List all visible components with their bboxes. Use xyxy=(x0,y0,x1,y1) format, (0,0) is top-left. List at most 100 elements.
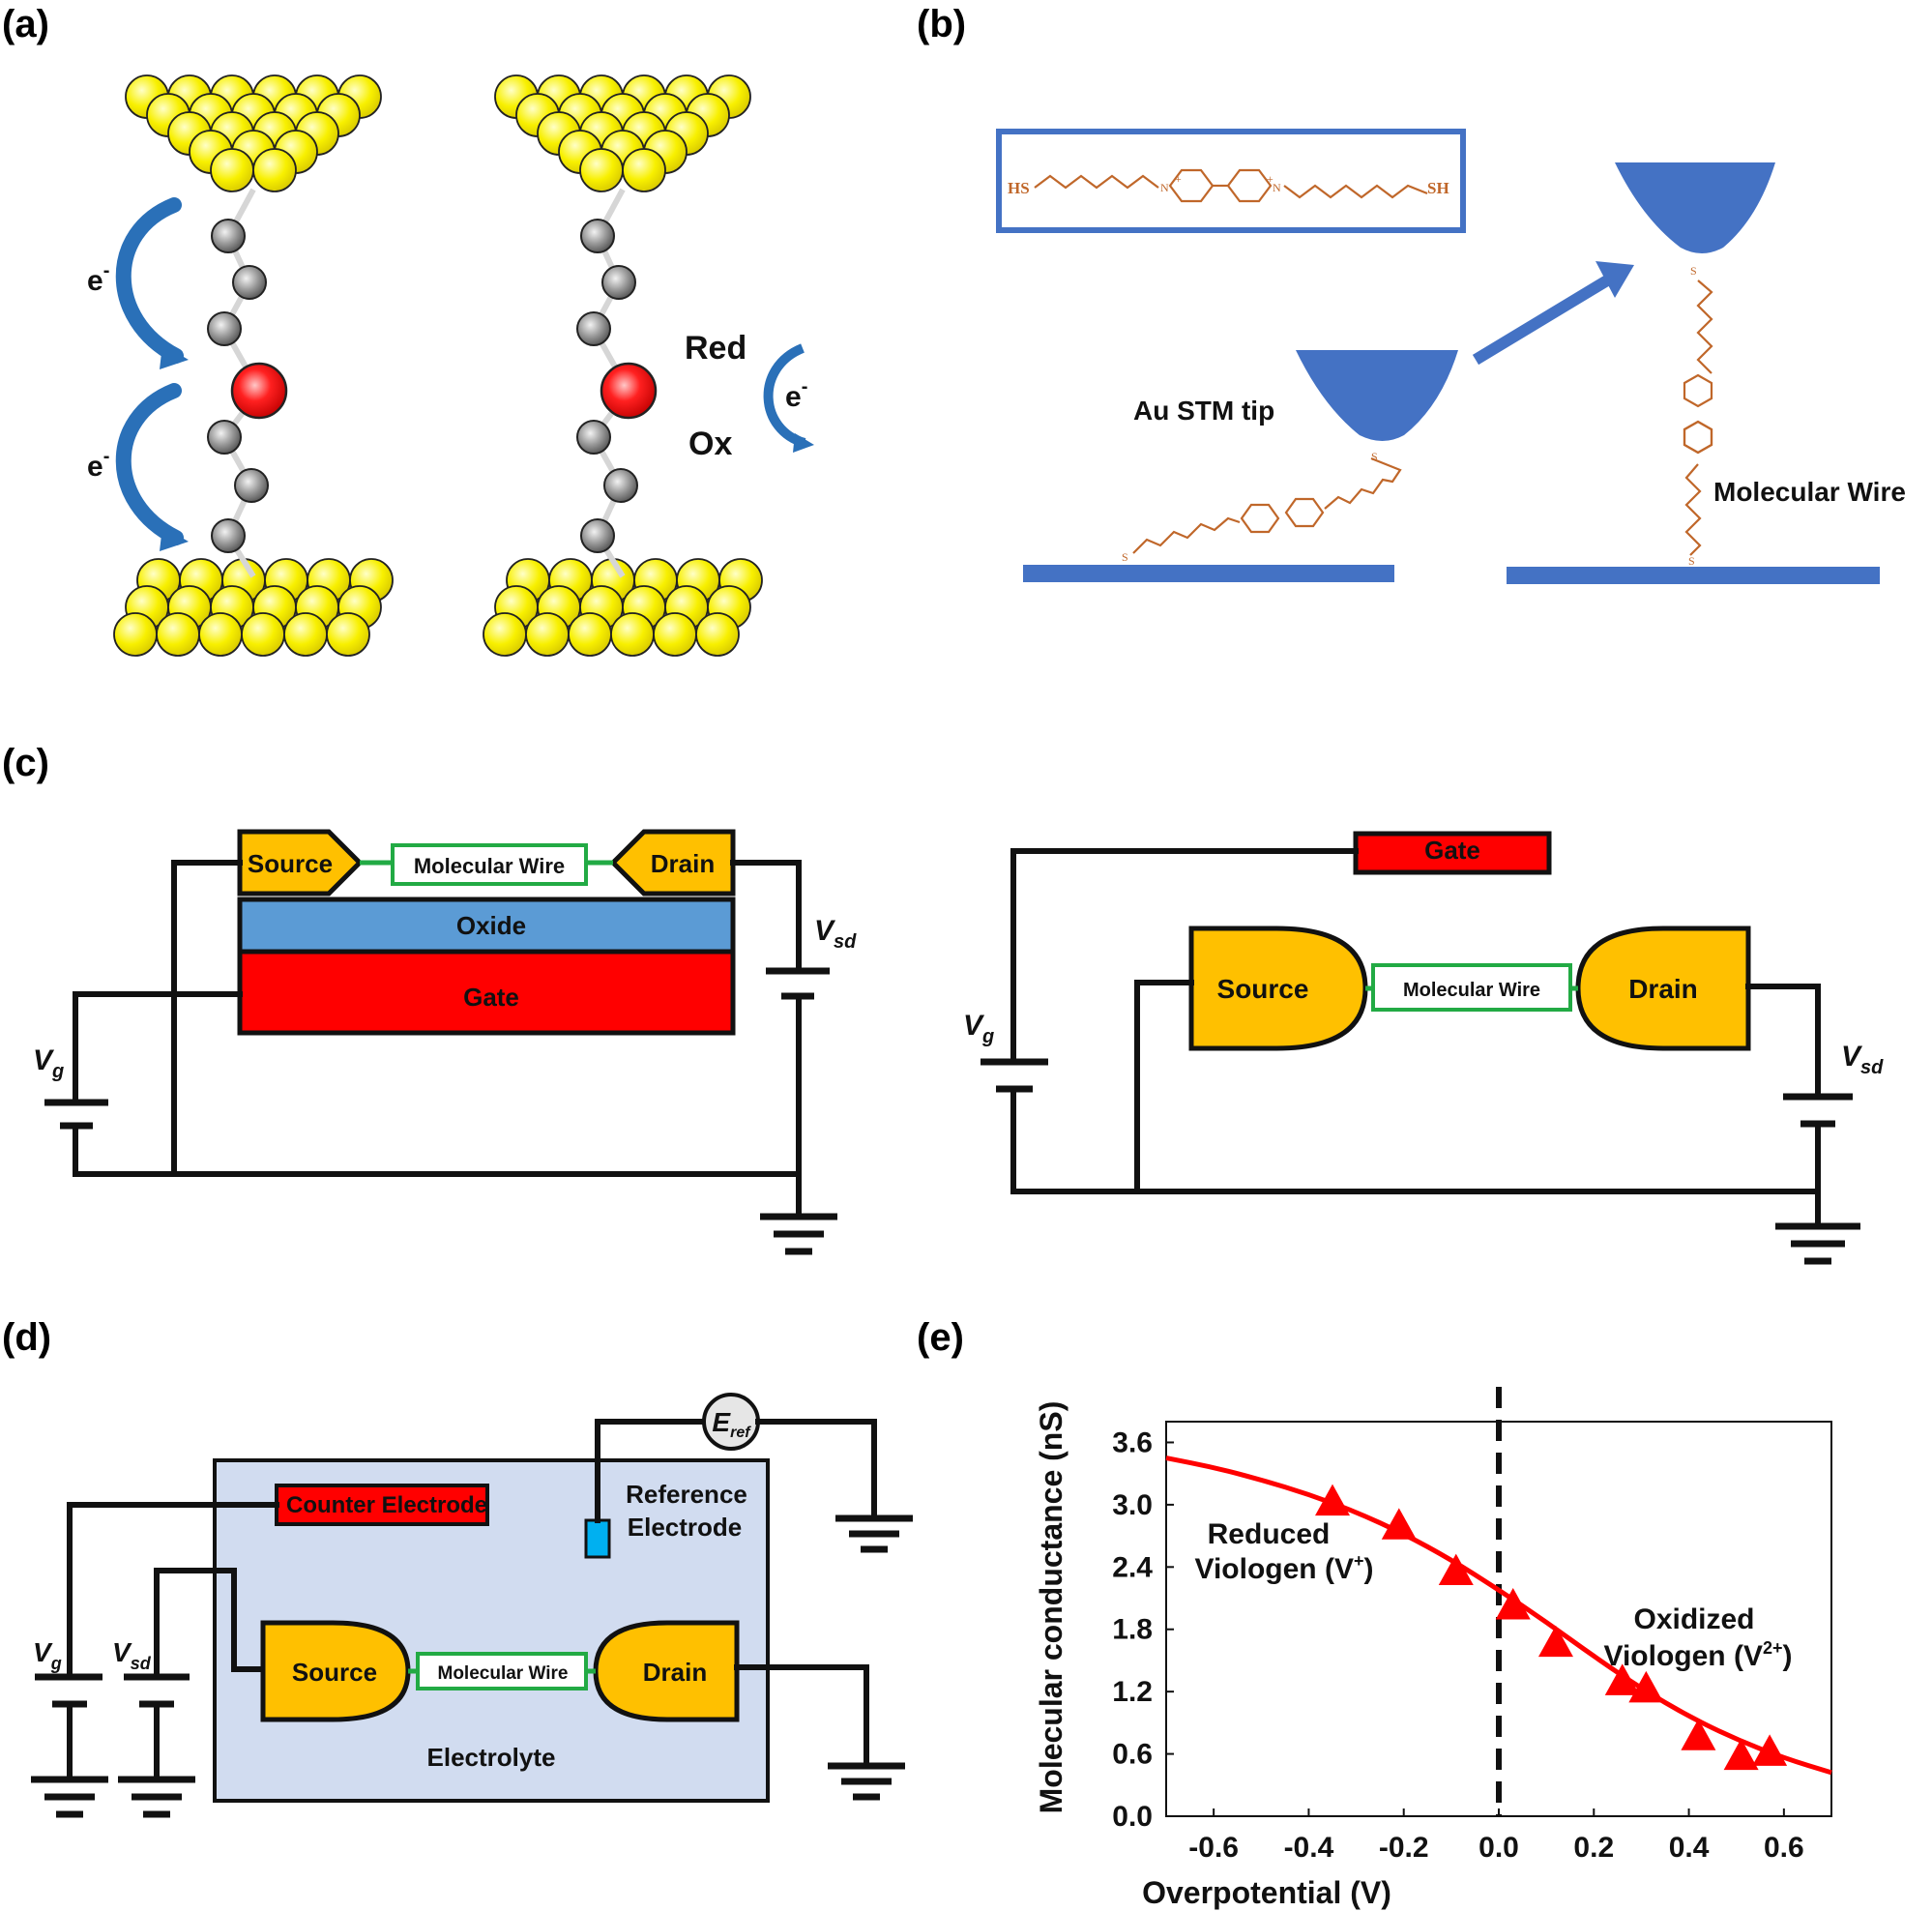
carbon-atom xyxy=(580,518,615,553)
gold-atom xyxy=(622,148,666,192)
carbon-atom xyxy=(234,468,269,503)
source-label: Source xyxy=(248,849,333,878)
drain-label: Drain xyxy=(651,849,715,878)
data-point xyxy=(1723,1738,1759,1771)
gold-atom xyxy=(283,612,328,657)
vsd-label: Vsd xyxy=(112,1637,152,1673)
data-point xyxy=(1537,1625,1573,1658)
stm-tip-left xyxy=(1296,350,1458,441)
oxidized-label-line2: Viologen (V2+) xyxy=(1604,1638,1793,1672)
gold-atom xyxy=(252,148,297,192)
side-gate-circuit: Gate Source Drain Molecular Wire Vg Vsd xyxy=(963,831,1884,1265)
vsd-label: Vsd xyxy=(1841,1041,1884,1078)
data-points xyxy=(1315,1484,1788,1771)
x-tick-label: 0.4 xyxy=(1669,1832,1710,1864)
svg-text:S: S xyxy=(1688,554,1695,568)
carbon-atom xyxy=(211,518,246,553)
stm-tip-label: Au STM tip xyxy=(1133,396,1274,426)
molecular-wire xyxy=(391,843,588,886)
x-tick-label: 0.6 xyxy=(1764,1832,1804,1864)
gold-atom xyxy=(241,612,285,657)
molecular-wire xyxy=(1371,963,1572,1012)
svg-text:N: N xyxy=(1160,181,1169,194)
source-label: Source xyxy=(292,1658,377,1687)
lying-molecular-wire: S S xyxy=(1122,450,1402,564)
panel-a-label: (a) xyxy=(2,3,49,45)
electron-label: e- xyxy=(87,446,109,483)
reference-label-line1: Reference xyxy=(626,1480,747,1509)
gold-atom xyxy=(568,612,612,657)
svg-text:S: S xyxy=(1122,550,1128,564)
svg-text:SH: SH xyxy=(1427,179,1449,197)
transition-arrow xyxy=(1472,275,1611,366)
source-electrode xyxy=(237,829,364,897)
gold-atom xyxy=(483,612,527,657)
vsd-label: Vsd xyxy=(814,915,857,953)
data-point xyxy=(1495,1588,1531,1620)
source-label: Source xyxy=(1217,974,1309,1004)
svg-text:S: S xyxy=(1690,264,1697,278)
reference-electrode xyxy=(584,1518,611,1559)
back-gate-circuit: Source Drain Molecular Wire Oxide Gate V… xyxy=(33,829,857,1255)
drain-label: Drain xyxy=(643,1658,707,1687)
vg-label: Vg xyxy=(33,1637,62,1673)
oxide-layer xyxy=(237,897,736,955)
arrow-head-icon xyxy=(160,344,189,369)
oxidized-label-line1: Oxidized xyxy=(1633,1603,1754,1635)
substrate-left xyxy=(1023,565,1394,582)
reduced-label-line1: Reduced xyxy=(1208,1518,1331,1550)
oxide-label: Oxide xyxy=(456,911,526,940)
redox-red-label: Red xyxy=(685,330,746,367)
molecular-wire-label: Molecular Wire xyxy=(1713,477,1906,507)
arrow-head-icon xyxy=(160,526,189,551)
vg-label: Vg xyxy=(963,1010,994,1047)
y-tick-label: 3.6 xyxy=(1112,1426,1153,1458)
gold-atom xyxy=(198,612,243,657)
panel-d-label: (d) xyxy=(2,1316,51,1359)
gold-electrodes xyxy=(113,74,763,657)
gold-substrate xyxy=(113,558,394,657)
molecular-wire-label: Molecular Wire xyxy=(438,1663,569,1684)
standing-molecular-wire: S S xyxy=(1683,264,1713,568)
redox-center xyxy=(600,362,658,420)
gate-label: Gate xyxy=(1424,836,1480,865)
gate-label: Gate xyxy=(463,983,519,1012)
panel-b-label: (b) xyxy=(917,3,966,45)
y-tick-label: 1.2 xyxy=(1112,1676,1153,1708)
svg-text:+: + xyxy=(1267,172,1273,186)
panel-c: (c) Source Drain Molecular Wire Oxide Ga… xyxy=(2,742,1884,1265)
redox-ox-label: Ox xyxy=(688,426,732,462)
svg-text:HS: HS xyxy=(1008,179,1030,197)
carbon-atom xyxy=(207,311,242,346)
molecular-chains xyxy=(207,188,658,578)
counter-electrode-label: Counter Electrode xyxy=(286,1492,487,1518)
arrow-head-icon xyxy=(793,433,814,453)
x-tick-label: -0.4 xyxy=(1284,1832,1334,1864)
electron-label: e- xyxy=(785,376,807,413)
fit-curve xyxy=(1165,1455,1832,1776)
electron-label: e- xyxy=(87,260,109,297)
carbon-atom xyxy=(576,311,611,346)
substrate-right xyxy=(1507,567,1880,584)
electron-arrow-upper xyxy=(115,197,184,364)
x-tick-label: 0.0 xyxy=(1478,1832,1519,1864)
arrow-head-icon xyxy=(1595,261,1634,298)
data-point xyxy=(1628,1670,1664,1703)
vg-label: Vg xyxy=(33,1044,64,1082)
carbon-atom xyxy=(601,265,636,300)
panel-c-label: (c) xyxy=(2,742,49,784)
data-point xyxy=(1381,1508,1417,1540)
gold-tip xyxy=(494,74,751,192)
data-point xyxy=(1681,1719,1716,1750)
reference-label-line2: Electrode xyxy=(628,1513,743,1542)
source-electrode xyxy=(260,1620,411,1722)
y-axis-label: Molecular conductance (nS) xyxy=(1034,1401,1068,1814)
data-point xyxy=(1752,1734,1788,1766)
molecule-structure-box xyxy=(996,129,1466,233)
x-tick-label: -0.2 xyxy=(1379,1832,1429,1864)
carbon-atom xyxy=(232,265,267,300)
svg-text:+: + xyxy=(1175,172,1182,186)
